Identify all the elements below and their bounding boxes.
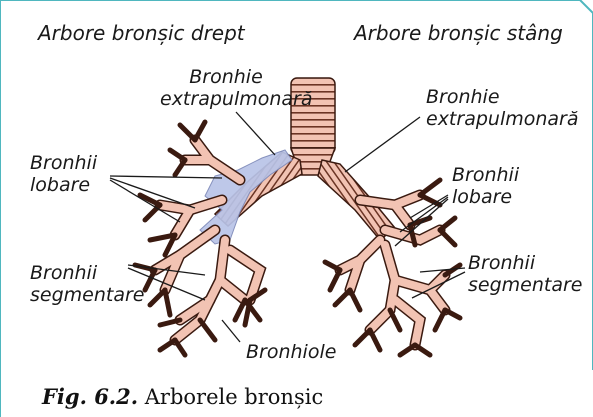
right-tree-title: Arbore bronșic drept <box>38 22 245 44</box>
label-line: extrapulmonară <box>160 88 292 110</box>
label-line: segmentare <box>468 274 582 296</box>
label-line: Bronhie <box>160 66 292 88</box>
label-segmental-bronchi-left: Bronhii segmentare <box>468 252 582 296</box>
label-line: Bronhii <box>30 262 144 284</box>
label-line: segmentare <box>30 284 144 306</box>
label-line: Bronhii <box>468 252 582 274</box>
label-line: extrapulmonară <box>426 108 579 130</box>
label-lobar-bronchi-right: Bronhii lobare <box>30 152 97 196</box>
label-bronchioles: Bronhiole <box>246 341 336 363</box>
figure-caption: Fig. 6.2. Arborele bronșic <box>42 384 323 409</box>
label-extrapulmonary-bronchus-right: Bronhie extrapulmonară <box>160 66 292 110</box>
label-segmental-bronchi-right: Bronhii segmentare <box>30 262 144 306</box>
figure-caption-text: Arborele bronșic <box>145 385 323 409</box>
figure-number: Fig. 6.2. <box>42 384 138 409</box>
left-tree-title: Arbore bronșic stâng <box>354 22 563 44</box>
label-line: lobare <box>30 174 97 196</box>
label-extrapulmonary-bronchus-left: Bronhie extrapulmonară <box>426 86 579 130</box>
label-line: Bronhie <box>426 86 579 108</box>
right-lung-branches <box>135 122 265 355</box>
label-line: Bronhii <box>30 152 97 174</box>
label-line: lobare <box>452 186 519 208</box>
label-line: Bronhii <box>452 164 519 186</box>
label-lobar-bronchi-left: Bronhii lobare <box>452 164 519 208</box>
